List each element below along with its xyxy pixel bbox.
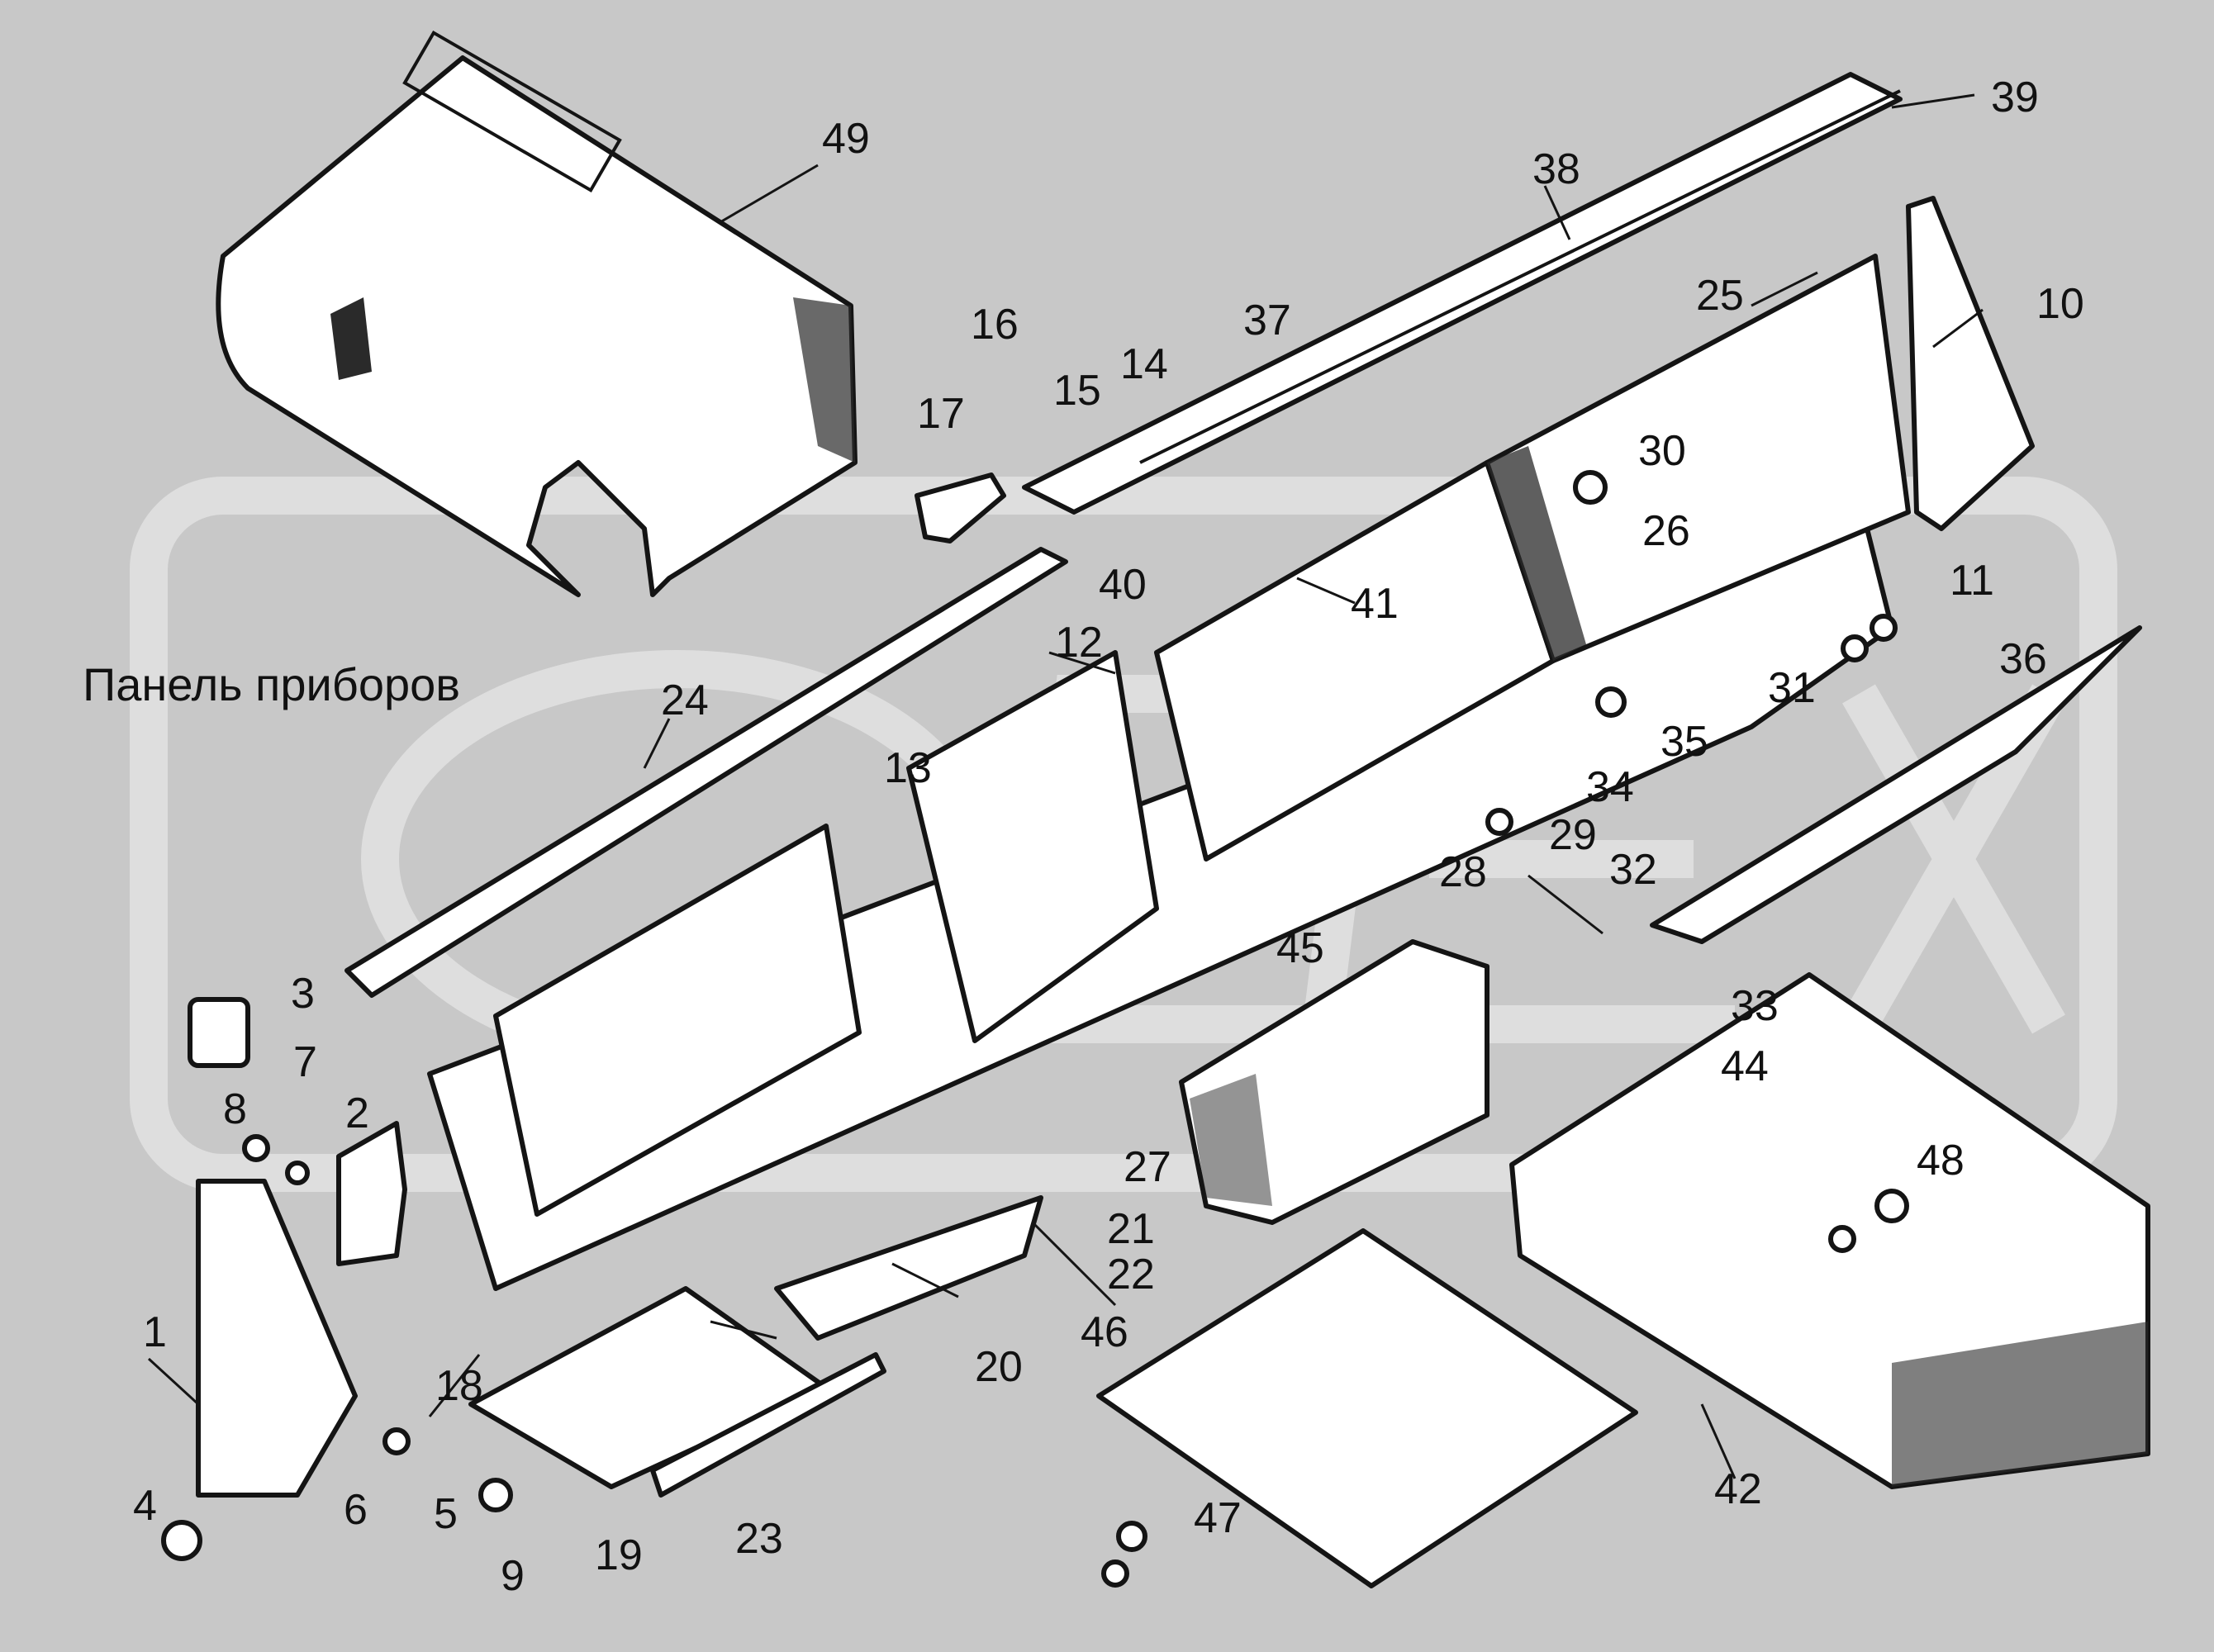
callout-34: 34 [1586, 763, 1634, 811]
callout-5: 5 [434, 1490, 458, 1538]
callout-29: 29 [1549, 811, 1597, 859]
part-42-glovebox [1509, 972, 2150, 1489]
callout-2: 2 [345, 1089, 369, 1137]
callout-38: 38 [1532, 145, 1580, 193]
callout-20: 20 [975, 1343, 1023, 1391]
callout-21: 21 [1107, 1205, 1155, 1253]
callout-23: 23 [735, 1515, 783, 1563]
callout-14: 14 [1120, 340, 1168, 388]
part-36-bracket [1650, 625, 2142, 944]
hardware-parts [161, 470, 1909, 1588]
callout-27: 27 [1124, 1143, 1171, 1191]
callout-49: 49 [822, 115, 870, 163]
callout-48: 48 [1917, 1137, 1965, 1184]
dashboard-body [427, 254, 1911, 1291]
callout-47: 47 [1194, 1494, 1242, 1542]
callout-44: 44 [1721, 1042, 1769, 1090]
part-49-cover [216, 30, 858, 597]
part-17 [915, 472, 1006, 544]
callout-9: 9 [501, 1552, 525, 1600]
part-24-trim-strip [344, 547, 1068, 998]
callout-28: 28 [1439, 848, 1487, 896]
part-18-19-20-23-brackets [468, 1195, 1043, 1498]
callout-32: 32 [1609, 846, 1657, 894]
diagram-title: Панель приборов [83, 658, 460, 710]
callout-25: 25 [1696, 272, 1744, 320]
callout-4: 4 [133, 1482, 157, 1530]
callout-45: 45 [1276, 924, 1324, 972]
callout-17: 17 [917, 390, 965, 438]
leader-lines [147, 93, 1984, 1479]
callout-10: 10 [2036, 280, 2084, 328]
callout-31: 31 [1768, 664, 1816, 712]
callout-7: 7 [293, 1038, 317, 1086]
part-10-bracket [1906, 196, 2035, 531]
callout-42: 42 [1714, 1465, 1762, 1513]
callout-46: 46 [1081, 1308, 1128, 1356]
callout-12: 12 [1055, 619, 1103, 667]
callout-labels: 1 2 3 4 5 6 7 8 9 10 11 12 13 14 15 16 1… [133, 74, 2084, 1600]
callout-41: 41 [1351, 580, 1399, 628]
part-46-lid [1096, 1228, 1638, 1588]
callout-1: 1 [143, 1308, 167, 1356]
callout-35: 35 [1660, 718, 1708, 766]
callout-3: 3 [291, 970, 315, 1018]
callout-18: 18 [435, 1362, 483, 1410]
callout-8: 8 [223, 1085, 247, 1133]
callout-30: 30 [1638, 427, 1686, 475]
part-45-cupholder [1179, 939, 1489, 1225]
callout-37: 37 [1243, 297, 1291, 344]
callout-15: 15 [1053, 367, 1101, 415]
callout-11: 11 [1950, 557, 1994, 605]
callout-22: 22 [1107, 1251, 1155, 1298]
callout-6: 6 [344, 1486, 368, 1534]
callout-33: 33 [1731, 982, 1779, 1030]
callout-13: 13 [884, 744, 932, 792]
callout-24: 24 [661, 676, 709, 724]
callout-19: 19 [595, 1531, 643, 1579]
callout-39: 39 [1991, 74, 2039, 121]
part-38-39-rails [1022, 72, 1903, 515]
callout-40: 40 [1099, 561, 1147, 609]
callout-16: 16 [971, 301, 1019, 349]
callout-36: 36 [1999, 635, 2047, 683]
callout-26: 26 [1642, 507, 1690, 555]
part-1-2-3-brackets [188, 997, 407, 1498]
